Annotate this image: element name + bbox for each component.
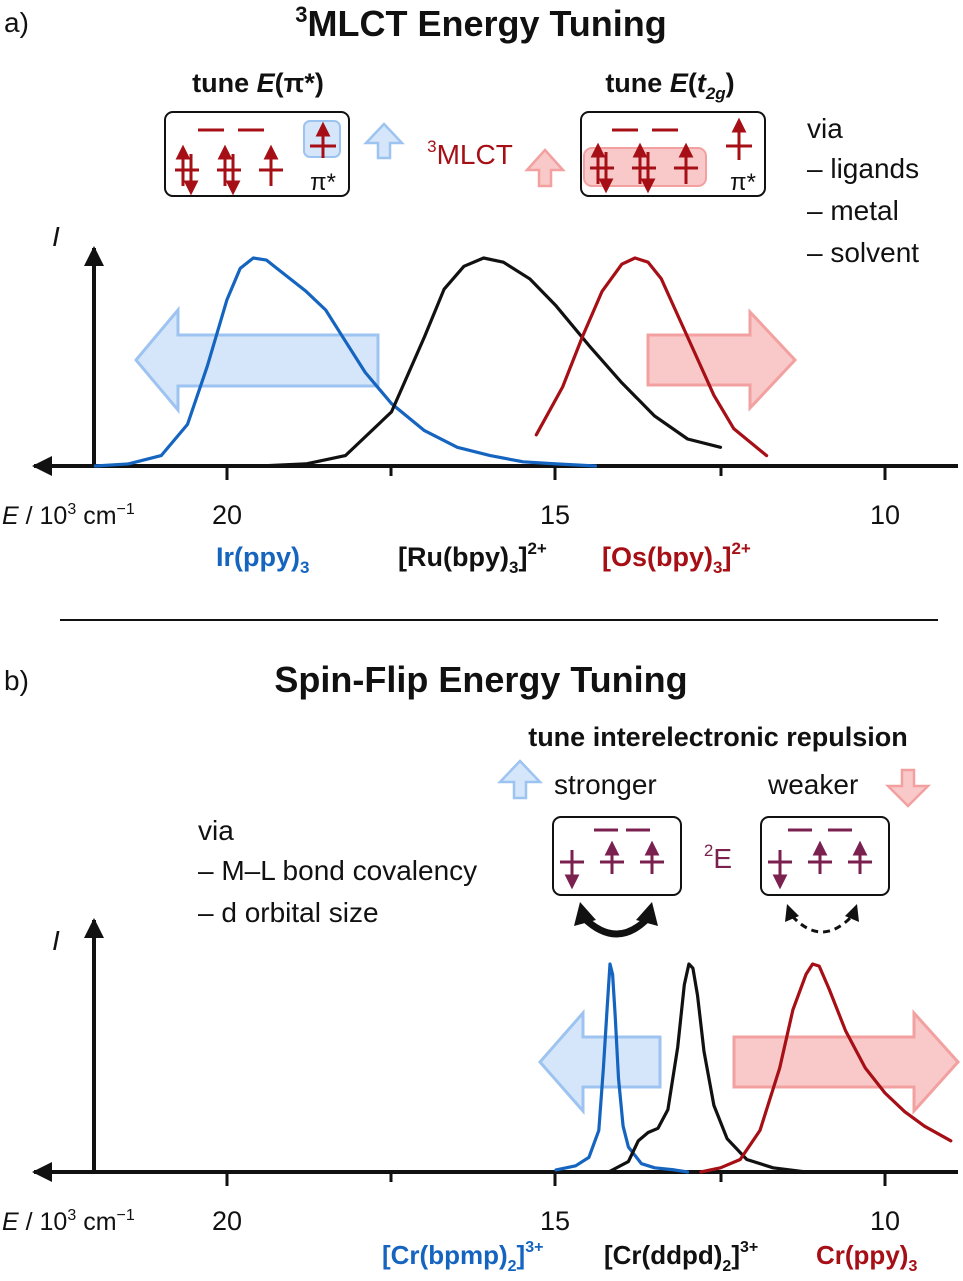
tick-label-b-15: 15	[540, 1206, 570, 1236]
curves-b	[554, 962, 953, 1174]
weaker-label: weaker	[767, 769, 858, 800]
y-axis-label-b: I	[52, 925, 60, 956]
blue-left-shift-arrow-a	[134, 305, 380, 415]
compound-label-ir: Ir(ppy)3	[216, 542, 309, 577]
via-b-item-1: – M–L bond covalency	[198, 855, 477, 886]
x-axis-label-a: E / 103 cm−1	[2, 501, 135, 530]
panel-a: a) 3MLCT Energy Tuning tune E(π*) tune E…	[2, 2, 958, 577]
doublet-e-label: 2E	[704, 841, 732, 874]
panel-a-title-main: MLCT Energy Tuning	[307, 3, 666, 44]
strong-exchange-arrow	[581, 915, 651, 938]
pi-star-label-1: π*	[310, 169, 336, 196]
compound-label-ru: [Ru(bpy)3]2+	[398, 539, 547, 577]
y-axis-label-a: I	[52, 221, 60, 252]
orbital-box-pi: π*	[164, 111, 350, 197]
red-right-shift-arrow-a	[646, 308, 798, 412]
compound-label-cr-ppy: Cr(ppy)3	[816, 1240, 917, 1275]
tick-label-a-15: 15	[540, 500, 570, 530]
x-axis-label-b: E / 103 cm−1	[2, 1207, 135, 1236]
weak-exchange-head-left	[785, 904, 799, 922]
red-up-arrow-a	[524, 148, 566, 188]
spectrum-line-b-1	[606, 962, 808, 1174]
weak-exchange-head-right	[845, 904, 859, 922]
strong-exchange-head-left	[574, 902, 596, 926]
tune-repulsion-label: tune interelectronic repulsion	[528, 722, 908, 752]
via-b-title: via	[198, 815, 234, 846]
via-a-item-2: – metal	[807, 195, 899, 226]
pi-star-label-2: π*	[730, 169, 756, 196]
blue-up-arrow-a	[363, 122, 405, 160]
blue-left-shift-arrow-b	[538, 1009, 662, 1115]
panel-b-title: Spin-Flip Energy Tuning	[274, 659, 687, 700]
curves-a	[93, 256, 769, 468]
spectrum-line-a-1	[258, 256, 723, 468]
tick-label-a-10: 10	[870, 500, 900, 530]
strong-exchange-head-right	[636, 902, 658, 926]
compound-label-cr-bpmp: [Cr(bpmp)2]3+	[382, 1239, 543, 1275]
spectrum-line-a-2	[534, 256, 769, 458]
spectrum-line-b-2	[699, 962, 953, 1174]
spectrum-line-b-0	[554, 962, 690, 1174]
via-a-title: via	[807, 113, 843, 144]
orbital-box-weak	[760, 816, 890, 896]
tick-label-b-10: 10	[870, 1206, 900, 1236]
via-b-item-2: – d orbital size	[198, 897, 379, 928]
orbital-box-t2g: π*	[580, 111, 766, 197]
x-ticks-a	[225, 466, 887, 480]
x-ticks-b	[225, 1172, 887, 1186]
compound-label-cr-ddpd: [Cr(ddpd)2]3+	[604, 1239, 758, 1275]
panel-a-title: 3MLCT Energy Tuning	[295, 2, 667, 44]
compound-label-os: [Os(bpy)3]2+	[602, 539, 751, 577]
orbital-box-strong	[552, 816, 682, 896]
spectrum-line-a-0	[93, 256, 598, 468]
panel-a-label: a)	[4, 7, 29, 38]
tune-pi-label: tune E(π*)	[192, 68, 324, 98]
red-down-arrow-b	[884, 768, 932, 808]
panel-a-title-sup: 3	[295, 2, 307, 27]
weak-exchange-arrow	[790, 914, 854, 934]
via-a-item-1: – ligands	[807, 153, 919, 184]
tick-label-a-20: 20	[212, 500, 242, 530]
mlct-label: 3MLCT	[427, 137, 513, 170]
stronger-label: stronger	[554, 769, 657, 800]
panel-b: b) Spin-Flip Energy Tuning tune interele…	[2, 659, 961, 1275]
panel-b-label: b)	[4, 665, 29, 696]
blue-up-arrow-b	[497, 759, 543, 800]
tune-t2g-label: tune E(t2g)	[605, 68, 734, 103]
red-right-shift-arrow-b	[732, 1009, 961, 1115]
tick-label-b-20: 20	[212, 1206, 242, 1236]
via-a-item-3: – solvent	[807, 237, 919, 268]
